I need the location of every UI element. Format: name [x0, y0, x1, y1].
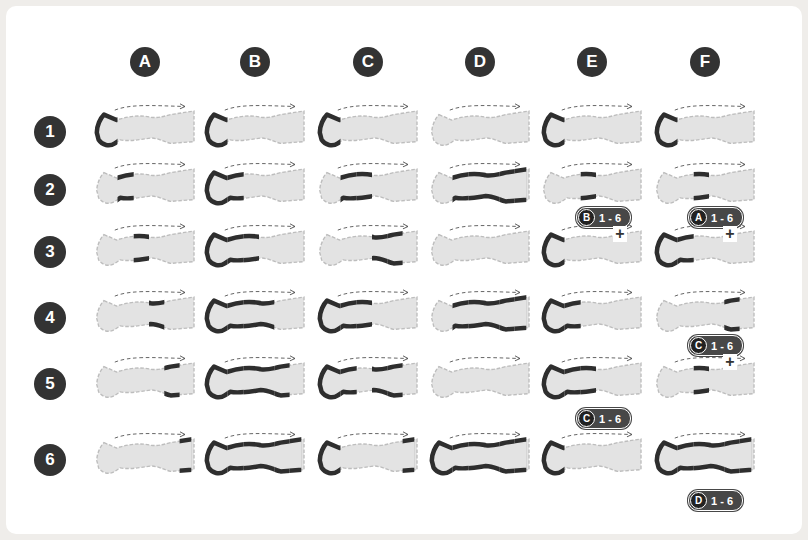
leg-cell: [207, 106, 304, 146]
sequence-badge: D 1 - 6: [688, 490, 743, 511]
leg-cell: [320, 358, 417, 398]
leg-cell: [544, 434, 641, 474]
leg-cell: [544, 292, 641, 332]
leg-cell: [97, 358, 194, 398]
leg-cell: [432, 358, 529, 398]
leg-cell: [544, 106, 641, 146]
column-letter: A: [130, 47, 160, 77]
index-letter: E: [586, 52, 597, 72]
column-letter: B: [240, 47, 270, 77]
index-letter: 5: [45, 374, 54, 394]
leg-cell: [432, 434, 529, 474]
sequence-badge: B 1 - 6: [576, 207, 631, 228]
group-letter: A: [690, 209, 707, 226]
leg-cell: [320, 292, 417, 332]
leg-cell: [207, 434, 304, 474]
index-letter: 2: [45, 180, 54, 200]
group-letter: C: [690, 337, 707, 354]
leg-cell: [207, 226, 304, 266]
plus-sign: +: [613, 226, 626, 242]
row-number: 6: [34, 444, 66, 476]
leg-cell: [320, 106, 417, 146]
leg-cell: [432, 292, 529, 332]
plus-sign: +: [723, 354, 736, 370]
leg-cell: [657, 226, 754, 266]
column-letter: D: [465, 47, 495, 77]
leg-cell: [544, 358, 641, 398]
leg-cell: [97, 226, 194, 266]
leg-cell: [657, 434, 754, 474]
leg-cell: [432, 226, 529, 266]
row-number: 1: [34, 116, 66, 148]
group-letter: B: [578, 209, 595, 226]
index-letter: 1: [45, 122, 54, 142]
leg-cell: [544, 226, 641, 266]
range-text: 1 - 6: [599, 413, 621, 425]
index-letter: D: [474, 52, 486, 72]
leg-cell: [544, 164, 641, 204]
range-text: 1 - 6: [599, 212, 621, 224]
leg-cell: [207, 292, 304, 332]
leg-cell: [657, 358, 754, 398]
index-letter: A: [139, 52, 151, 72]
index-letter: B: [249, 52, 261, 72]
sequence-badge: C 1 - 6: [688, 335, 743, 356]
leg-cell: [320, 434, 417, 474]
row-number: 3: [34, 236, 66, 268]
leg-cell: [432, 164, 529, 204]
leg-cell: [207, 164, 304, 204]
leg-cell: [432, 106, 529, 146]
leg-cell: [97, 292, 194, 332]
leg-cell: [657, 106, 754, 146]
index-letter: C: [362, 52, 374, 72]
index-letter: 3: [45, 242, 54, 262]
range-text: 1 - 6: [711, 495, 733, 507]
leg-cell: [97, 164, 194, 204]
range-text: 1 - 6: [711, 212, 733, 224]
sequence-badge: C 1 - 6: [576, 408, 631, 429]
leg-cell: [657, 292, 754, 332]
range-text: 1 - 6: [711, 340, 733, 352]
group-letter: D: [690, 492, 707, 509]
row-number: 4: [34, 302, 66, 334]
index-letter: F: [700, 52, 710, 72]
leg-cell: [320, 164, 417, 204]
leg-cell: [657, 164, 754, 204]
column-letter: E: [577, 47, 607, 77]
index-letter: 4: [45, 308, 54, 328]
group-letter: C: [578, 410, 595, 427]
row-number: 2: [34, 174, 66, 206]
plus-sign: +: [723, 226, 736, 242]
index-letter: 6: [45, 450, 54, 470]
leg-cell: [207, 358, 304, 398]
column-letter: F: [690, 47, 720, 77]
sequence-badge: A 1 - 6: [688, 207, 743, 228]
row-number: 5: [34, 368, 66, 400]
leg-cell: [97, 106, 194, 146]
leg-cell: [320, 226, 417, 266]
leg-cell: [97, 434, 194, 474]
column-letter: C: [353, 47, 383, 77]
